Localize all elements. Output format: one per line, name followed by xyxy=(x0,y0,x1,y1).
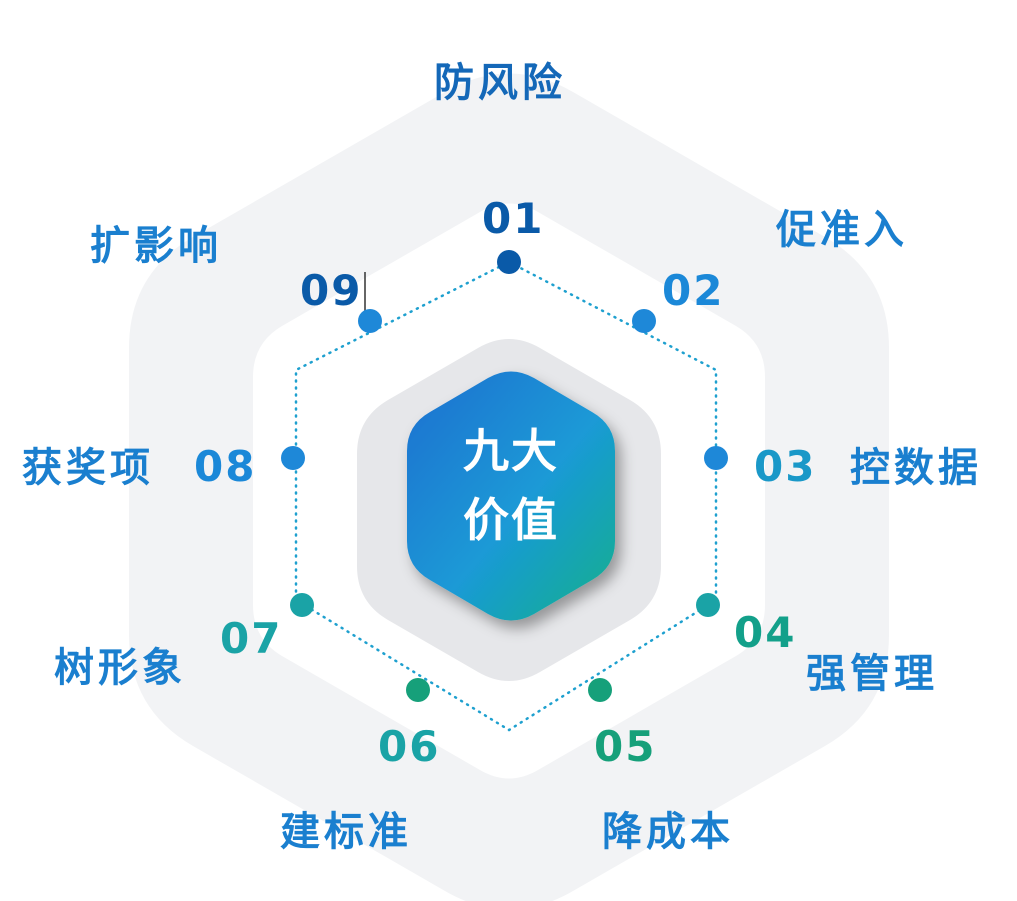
value-label-05: 降成本 xyxy=(602,810,734,854)
value-label-03: 控数据 xyxy=(850,446,982,490)
value-label-09: 扩影响 xyxy=(90,224,222,268)
center-title-line1: 九大 xyxy=(463,424,559,478)
center-title-line2: 价值 xyxy=(463,493,559,547)
value-number-09: 09 xyxy=(300,266,363,315)
value-number-03: 03 xyxy=(754,442,817,491)
value-number-01: 01 xyxy=(482,194,545,243)
value-label-07: 树形象 xyxy=(54,646,186,690)
value-number-02: 02 xyxy=(662,266,725,315)
value-number-05: 05 xyxy=(594,722,657,771)
value-number-07: 07 xyxy=(220,614,283,663)
value-label-04: 强管理 xyxy=(806,652,938,696)
value-dot-02 xyxy=(632,309,656,333)
value-dot-07 xyxy=(290,593,314,617)
value-label-01: 防风险 xyxy=(434,61,566,105)
value-number-08: 08 xyxy=(194,442,257,491)
value-dots xyxy=(281,250,728,702)
value-dot-08 xyxy=(281,446,305,470)
value-dot-06 xyxy=(406,678,430,702)
value-label-06: 建标准 xyxy=(280,810,412,854)
value-dot-03 xyxy=(704,446,728,470)
value-label-08: 获奖项 xyxy=(22,446,154,490)
center-hexagon xyxy=(407,371,615,621)
value-number-06: 06 xyxy=(378,722,441,771)
value-dot-01 xyxy=(497,250,521,274)
dotted-connector xyxy=(294,260,718,732)
value-label-02: 促准入 xyxy=(776,208,908,252)
value-dot-05 xyxy=(588,678,612,702)
value-dot-04 xyxy=(696,593,720,617)
value-number-04: 04 xyxy=(734,608,797,657)
value-dot-09 xyxy=(358,309,382,333)
